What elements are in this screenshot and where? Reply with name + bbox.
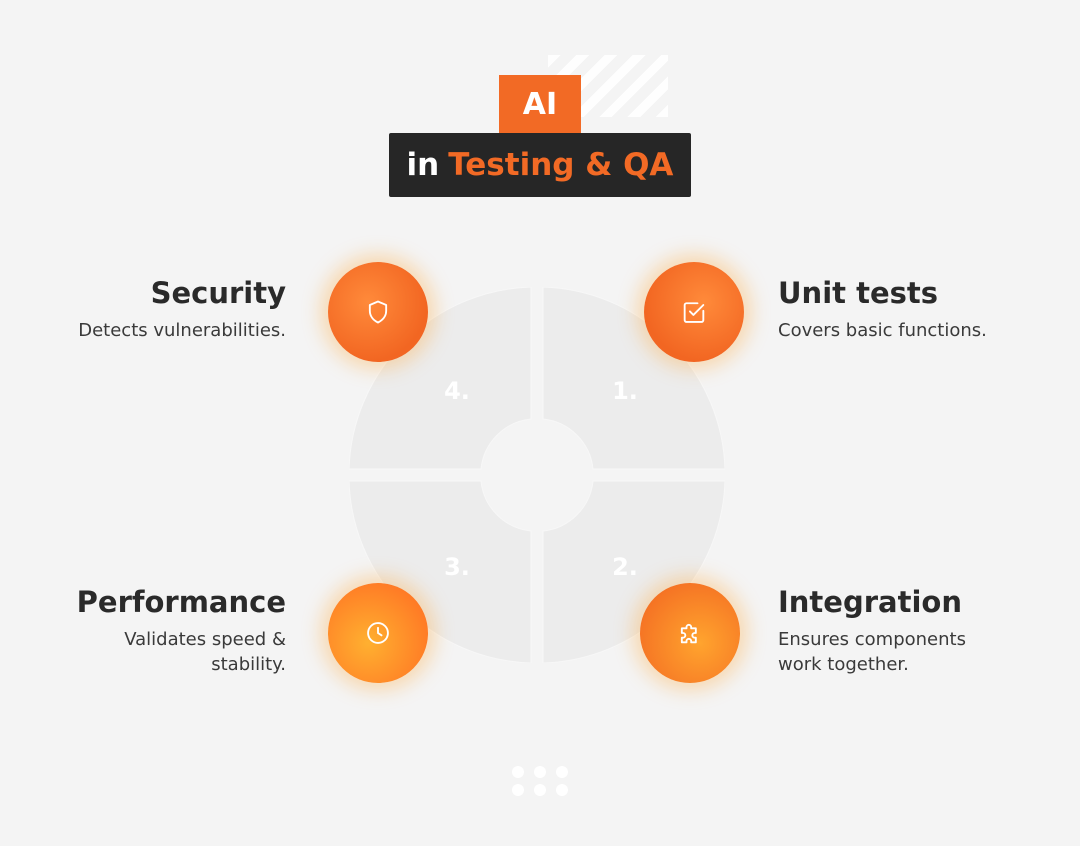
quadrant-wheel: 4. 1. 2. 3.	[349, 287, 725, 663]
dot	[512, 784, 524, 796]
wheel-number-4: 4.	[444, 377, 470, 405]
title-prefix: in	[406, 147, 440, 183]
performance-title: Performance	[76, 585, 286, 619]
clock-icon	[367, 622, 389, 644]
puzzle-icon	[680, 623, 697, 644]
wheel-quadrant-2	[542, 480, 725, 663]
shield-icon	[368, 300, 388, 324]
security-description: Detects vulnerabilities.	[78, 320, 286, 341]
security-circle	[328, 262, 428, 362]
integration-circle	[640, 583, 740, 683]
wheel-number-3: 3.	[444, 553, 470, 581]
wheel-number-2: 2.	[612, 553, 638, 581]
wheel-quadrant-4	[349, 287, 532, 470]
unit-tests-circle	[644, 262, 744, 362]
dot	[512, 766, 524, 778]
wheel-segment-4: 4.	[349, 287, 532, 470]
integration-description: Ensures components work together.	[778, 629, 966, 675]
security-label: Security Detects vulnerabilities.	[16, 276, 286, 343]
page-title: in Testing & QA	[389, 133, 691, 197]
decorative-dots	[512, 766, 570, 798]
wheel-number-1: 1.	[612, 377, 638, 405]
dot	[556, 784, 568, 796]
wheel-segment-1: 1.	[542, 287, 725, 470]
integration-title: Integration	[778, 585, 962, 619]
unit-tests-label: Unit tests Covers basic functions.	[778, 276, 1048, 343]
ai-badge: AI	[499, 75, 581, 133]
performance-label: Performance Validates speed & stability.	[16, 585, 286, 677]
dot	[534, 766, 546, 778]
integration-label: Integration Ensures components work toge…	[778, 585, 1048, 677]
unit-tests-title: Unit tests	[778, 276, 939, 310]
wheel-segment-3: 3.	[349, 480, 532, 663]
checkbox-icon	[683, 302, 705, 323]
wheel-segment-2: 2.	[542, 480, 725, 663]
dot	[556, 766, 568, 778]
performance-description: Validates speed & stability.	[124, 629, 286, 675]
performance-circle	[328, 583, 428, 683]
title-accent: Testing & QA	[448, 147, 674, 183]
wheel-quadrant-1	[542, 287, 725, 470]
unit-tests-description: Covers basic functions.	[778, 320, 987, 341]
security-title: Security	[150, 276, 286, 310]
wheel-quadrant-3	[349, 480, 532, 663]
dot	[534, 784, 546, 796]
